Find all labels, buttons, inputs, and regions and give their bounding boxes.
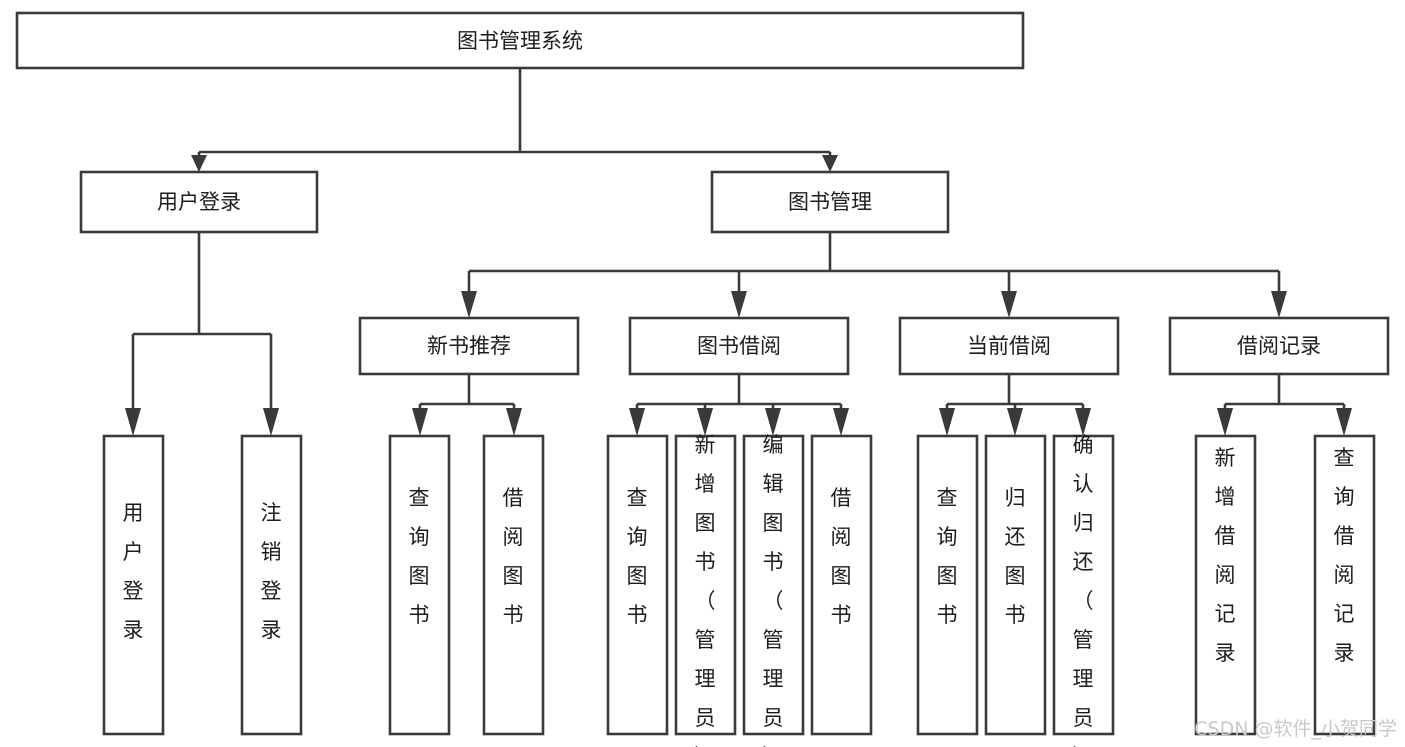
node-user-login[interactable]: 用户登录 (79, 170, 319, 234)
arrow-current-borrow-leaf-1-icon (939, 408, 955, 436)
arrow-current-borrow-leaf-2-icon (1007, 408, 1023, 436)
node-new-book-recommend[interactable]: 新书推荐 (358, 316, 580, 376)
arrow-user-login-leaf-1-icon (125, 408, 141, 436)
arrow-to-user-login-icon (191, 155, 207, 172)
leaf-node[interactable]: 查询图书 (606, 434, 669, 736)
leaf-node[interactable]: 新增图书（管理员） (674, 433, 737, 747)
leaf-borrow-record-1-box[interactable] (1194, 434, 1257, 736)
node-root-box[interactable] (15, 11, 1025, 70)
leaf-user-login-1-box[interactable] (102, 434, 165, 736)
node-book-borrow[interactable]: 图书借阅 (628, 316, 850, 376)
leaf-new-book-1-label: 查询图书 (409, 486, 430, 627)
arrow-borrow-record-leaf-2-icon (1336, 408, 1352, 436)
leaf-node[interactable]: 注销登录 (240, 434, 303, 736)
arrow-to-book-borrow-icon (731, 291, 747, 318)
leaf-new-book-2-box[interactable] (482, 434, 545, 736)
leaf-node[interactable]: 确认归还（管理员） (1052, 433, 1115, 747)
leaf-book-borrow-3-box[interactable] (742, 434, 805, 736)
node-current-borrow[interactable]: 当前借阅 (898, 316, 1120, 376)
arrow-to-new-book-icon (461, 291, 477, 318)
leaf-book-borrow-2-label: 新增图书（管理员） (695, 433, 716, 747)
arrow-to-book-manage-icon (822, 155, 838, 172)
leaf-node[interactable]: 查询借阅记录 (1313, 434, 1376, 736)
arrow-book-borrow-leaf-3-icon (765, 408, 781, 436)
leaf-book-borrow-4-box[interactable] (810, 434, 873, 736)
leaf-user-login-2-label: 注销登录 (261, 501, 282, 642)
arrow-book-borrow-leaf-4-icon (833, 408, 849, 436)
leaf-node[interactable]: 借阅图书 (482, 434, 545, 736)
node-user-login-label: 用户登录 (157, 190, 241, 214)
leaf-book-borrow-2-box[interactable] (674, 434, 737, 736)
leaf-current-borrow-2-label: 归还图书 (1005, 486, 1026, 627)
node-current-borrow-label: 当前借阅 (967, 334, 1051, 358)
leaf-book-borrow-1-label: 查询图书 (627, 486, 648, 627)
leaf-user-login-1-label: 用户登录 (123, 501, 144, 642)
arrow-book-borrow-leaf-1-icon (629, 408, 645, 436)
leaf-book-borrow-3-label: 编辑图书（管理员） (763, 433, 784, 747)
leaf-new-book-2-label: 借阅图书 (503, 486, 524, 627)
node-current-borrow-box[interactable] (898, 316, 1120, 376)
node-book-borrow-box[interactable] (628, 316, 850, 376)
node-borrow-record-label: 借阅记录 (1237, 334, 1321, 358)
leaf-current-borrow-1-box[interactable] (916, 434, 979, 736)
arrow-book-borrow-leaf-2-icon (697, 408, 713, 436)
node-borrow-record-box[interactable] (1168, 316, 1390, 376)
arrow-to-borrow-record-icon (1271, 291, 1287, 318)
arrow-user-login-leaf-2-icon (263, 408, 279, 436)
arrow-new-book-leaf-2-icon (506, 408, 522, 436)
leaf-current-borrow-3-box[interactable] (1052, 434, 1115, 736)
leaf-node[interactable]: 查询图书 (916, 434, 979, 736)
leaf-new-book-1-box[interactable] (388, 434, 451, 736)
arrow-current-borrow-leaf-3-icon (1075, 408, 1091, 436)
leaf-borrow-record-2-label: 查询借阅记录 (1334, 446, 1355, 665)
leaf-node[interactable]: 查询图书 (388, 434, 451, 736)
node-book-manage-box[interactable] (710, 170, 950, 234)
leaf-book-borrow-4-label: 借阅图书 (831, 486, 852, 627)
leaf-node[interactable]: 新增借阅记录 (1194, 434, 1257, 736)
node-book-manage-label: 图书管理 (788, 190, 872, 214)
node-root-label: 图书管理系统 (457, 29, 583, 53)
arrow-borrow-record-leaf-1-icon (1217, 408, 1233, 436)
node-user-login-box[interactable] (79, 170, 319, 234)
leaf-book-borrow-1-box[interactable] (606, 434, 669, 736)
leaf-node[interactable]: 借阅图书 (810, 434, 873, 736)
leaf-current-borrow-3-label: 确认归还（管理员） (1073, 433, 1094, 747)
node-borrow-record[interactable]: 借阅记录 (1168, 316, 1390, 376)
node-new-book-recommend-box[interactable] (358, 316, 580, 376)
leaf-node[interactable]: 用户登录 (102, 434, 165, 736)
node-new-book-recommend-label: 新书推荐 (427, 334, 511, 358)
leaf-node[interactable]: 归还图书 (984, 434, 1047, 736)
leaf-current-borrow-1-label: 查询图书 (937, 486, 958, 627)
node-book-manage[interactable]: 图书管理 (710, 170, 950, 234)
node-book-borrow-label: 图书借阅 (697, 334, 781, 358)
arrow-new-book-leaf-1-icon (412, 408, 428, 436)
leaf-borrow-record-2-box[interactable] (1313, 434, 1376, 736)
leaf-borrow-record-1-label: 新增借阅记录 (1215, 446, 1236, 665)
arrow-to-current-borrow-icon (1001, 291, 1017, 318)
connector-layer (125, 68, 1352, 436)
leaf-node[interactable]: 编辑图书（管理员） (742, 433, 805, 747)
node-root[interactable]: 图书管理系统 (15, 11, 1025, 70)
leaf-user-login-2-box[interactable] (240, 434, 303, 736)
leaf-current-borrow-2-box[interactable] (984, 434, 1047, 736)
watermark-label: CSDN @软件_小贺同学 (1194, 718, 1397, 740)
